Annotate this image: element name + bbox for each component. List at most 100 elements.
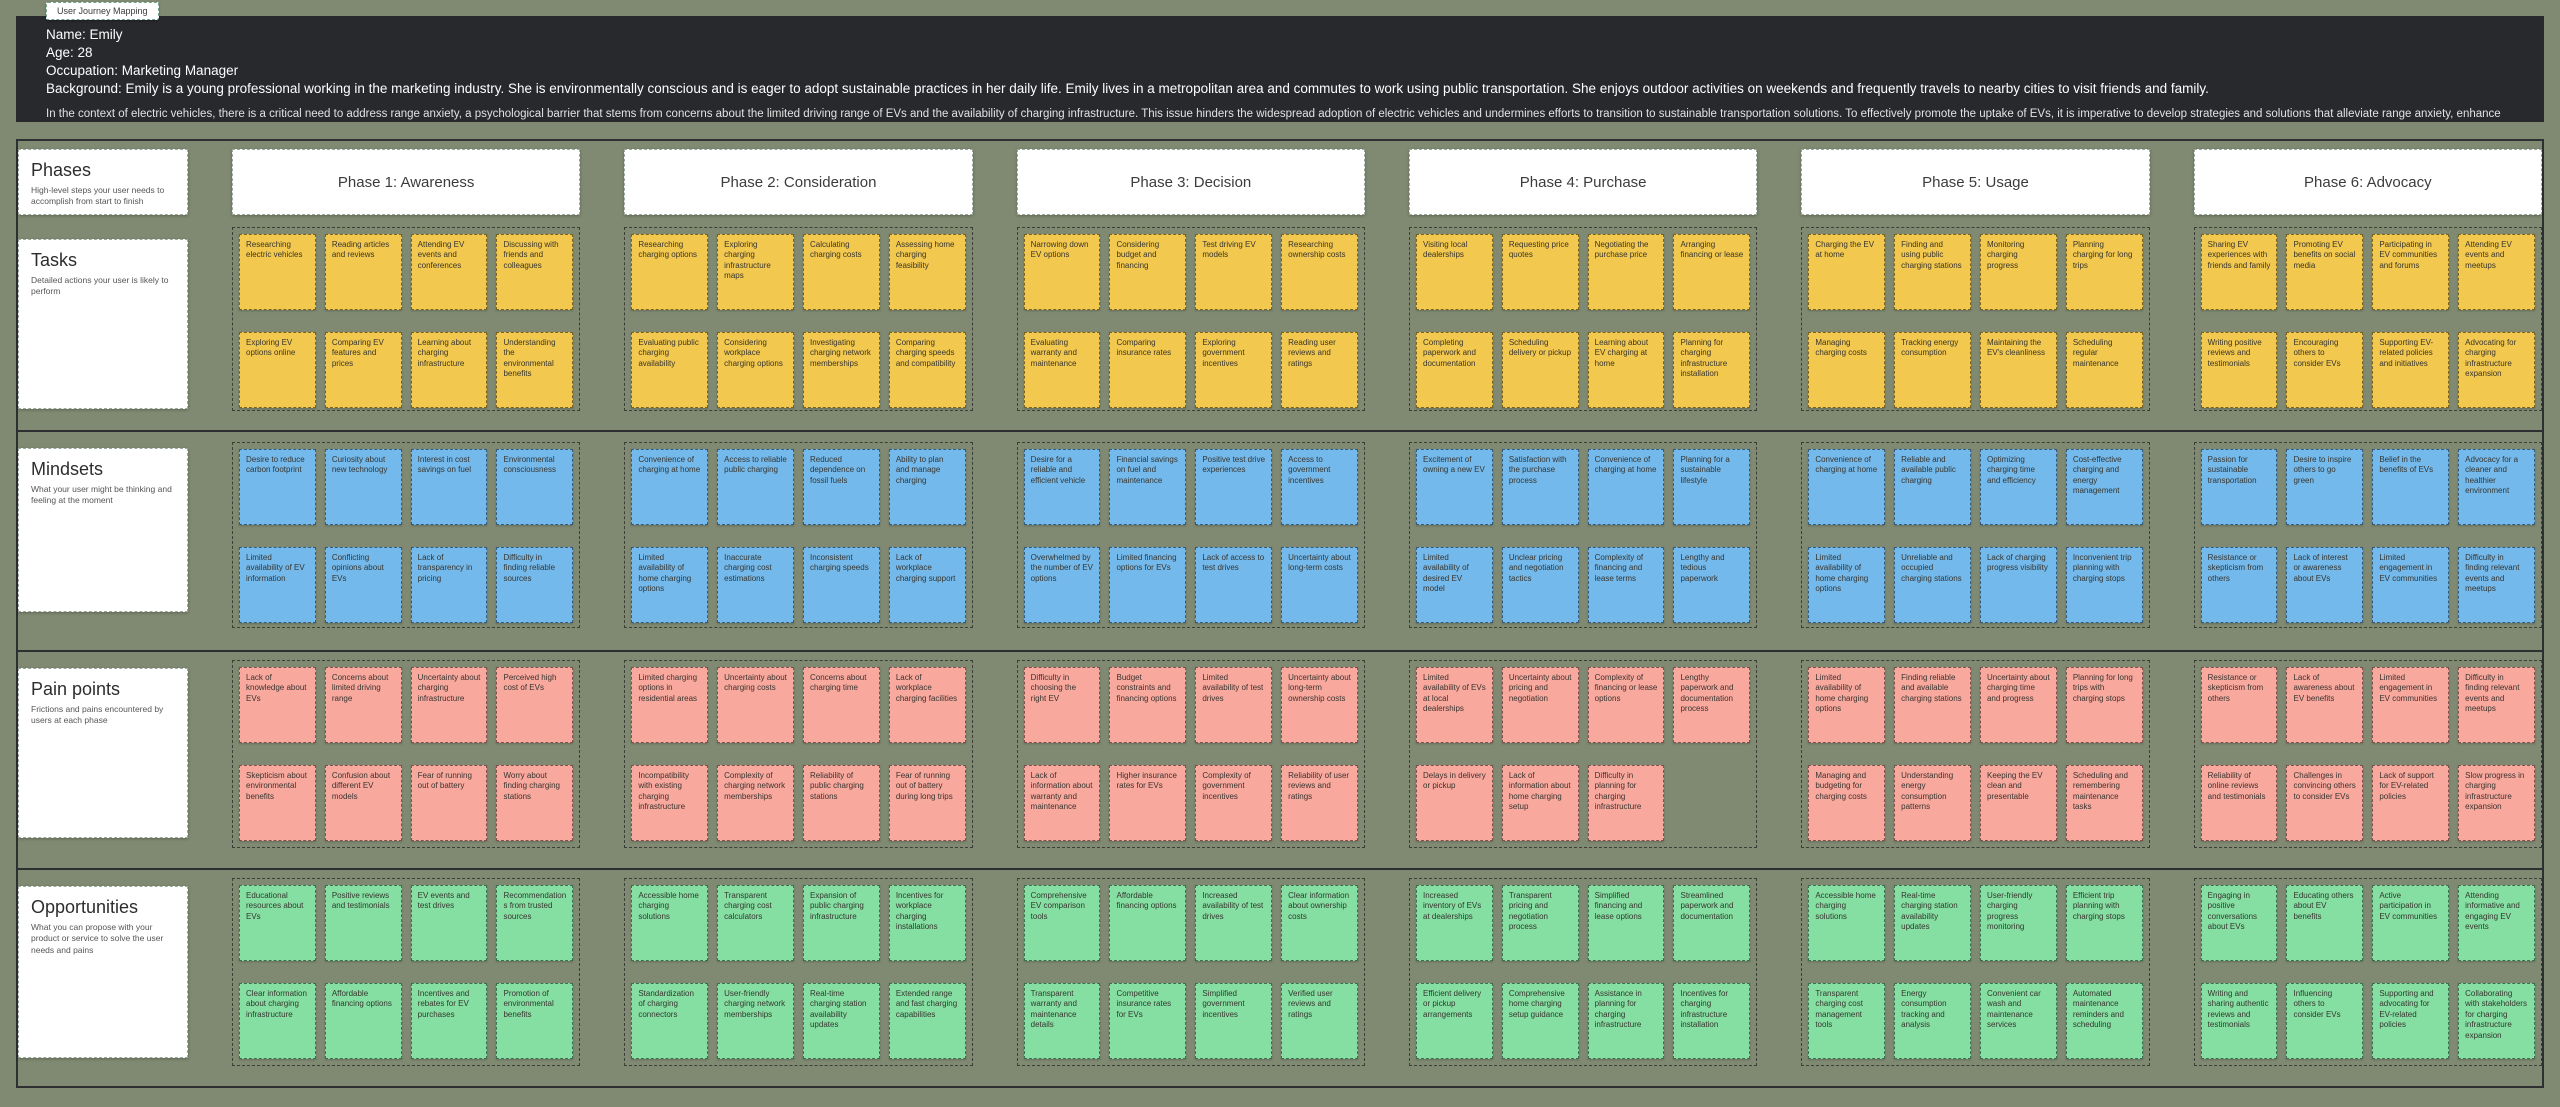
tasks-sticky-note[interactable]: Investigating charging network membershi… [802, 332, 880, 408]
opportunities-sticky-note[interactable]: Efficient delivery or pickup arrangement… [1416, 983, 1493, 1059]
opportunities-sticky-note[interactable]: Comprehensive home charging setup guidan… [1501, 983, 1579, 1059]
tasks-sticky-note[interactable]: Monitoring charging progress [1979, 234, 2057, 310]
pain-points-sticky-note[interactable]: Fear of running out of battery [410, 765, 488, 841]
pain-points-sticky-note[interactable]: Difficulty in choosing the right EV [1023, 667, 1101, 743]
mindsets-sticky-note[interactable]: Limited availability of home charging op… [1808, 547, 1886, 623]
opportunities-sticky-note[interactable]: Engaging in positive conversations about… [2200, 885, 2278, 961]
opportunities-sticky-note[interactable]: Supporting and advocating for EV-related… [2372, 983, 2450, 1059]
tasks-sticky-note[interactable]: Scheduling delivery or pickup [1501, 332, 1579, 408]
mindsets-sticky-note[interactable]: Interest in cost savings on fuel [410, 449, 488, 525]
pain-points-cell-phase-4[interactable]: Limited availability of EVs at local dea… [1409, 660, 1758, 848]
opportunities-sticky-note[interactable]: Comprehensive EV comparison tools [1023, 885, 1101, 961]
mindsets-sticky-note[interactable]: Unreliable and occupied charging station… [1894, 547, 1971, 623]
tasks-sticky-note[interactable]: Tracking energy consumption [1894, 332, 1971, 408]
pain-points-sticky-note[interactable]: Reliability of public charging stations [802, 765, 880, 841]
opportunities-sticky-note[interactable]: Extended range and fast charging capabil… [888, 983, 966, 1059]
pain-points-sticky-note[interactable]: Managing and budgeting for charging cost… [1808, 765, 1886, 841]
opportunities-sticky-note[interactable]: Increased inventory of EVs at dealership… [1416, 885, 1493, 961]
pain-points-sticky-note[interactable]: Scheduling and remembering maintenance t… [2065, 765, 2143, 841]
tasks-sticky-note[interactable]: Comparing insurance rates [1109, 332, 1187, 408]
pain-points-sticky-note[interactable]: Lack of information about warranty and m… [1023, 765, 1101, 841]
mindsets-sticky-note[interactable]: Uncertainty about long-term costs [1281, 547, 1358, 623]
mindsets-sticky-note[interactable]: Lack of workplace charging support [888, 547, 966, 623]
mindsets-sticky-note[interactable]: Satisfaction with the purchase process [1501, 449, 1579, 525]
tasks-sticky-note[interactable]: Charging the EV at home [1808, 234, 1886, 310]
tasks-sticky-note[interactable]: Requesting price quotes [1501, 234, 1579, 310]
opportunities-sticky-note[interactable]: Streamlined paperwork and documentation [1673, 885, 1751, 961]
tasks-sticky-note[interactable]: Considering budget and financing [1109, 234, 1187, 310]
opportunities-sticky-note[interactable]: Simplified government incentives [1195, 983, 1273, 1059]
pain-points-sticky-note[interactable]: Limited availability of EVs at local dea… [1416, 667, 1493, 743]
mindsets-sticky-note[interactable]: Lack of transparency in pricing [410, 547, 488, 623]
opportunities-sticky-note[interactable]: Attending informative and engaging EV ev… [2458, 885, 2535, 961]
opportunities-sticky-note[interactable]: Clear information about charging infrast… [239, 983, 316, 1059]
pain-points-sticky-note[interactable]: Limited engagement in EV communities [2372, 667, 2450, 743]
opportunities-sticky-note[interactable]: Simplified financing and lease options [1587, 885, 1665, 961]
pain-points-sticky-note[interactable]: Limited availability of home charging op… [1808, 667, 1886, 743]
mindsets-sticky-note[interactable]: Desire for a reliable and efficient vehi… [1023, 449, 1101, 525]
tasks-sticky-note[interactable]: Promoting EV benefits on social media [2286, 234, 2364, 310]
opportunities-sticky-note[interactable]: Real-time charging station availability … [802, 983, 880, 1059]
mindsets-sticky-note[interactable]: Positive test drive experiences [1195, 449, 1273, 525]
pain-points-sticky-note[interactable]: Perceived high cost of EVs [496, 667, 574, 743]
row-label-opportunities[interactable]: Opportunities What you can propose with … [18, 886, 188, 1058]
pain-points-sticky-note[interactable]: Uncertainty about charging time and prog… [1979, 667, 2057, 743]
app-badge[interactable]: User Journey Mapping [46, 2, 159, 20]
mindsets-sticky-note[interactable]: Curiosity about new technology [324, 449, 402, 525]
tasks-sticky-note[interactable]: Scheduling regular maintenance [2065, 332, 2143, 408]
mindsets-sticky-note[interactable]: Cost-effective charging and energy manag… [2065, 449, 2143, 525]
tasks-sticky-note[interactable]: Participating in EV communities and foru… [2372, 234, 2450, 310]
tasks-sticky-note[interactable]: Supporting EV-related policies and initi… [2372, 332, 2450, 408]
pain-points-cell-phase-5[interactable]: Limited availability of home charging op… [1801, 660, 2150, 848]
tasks-sticky-note[interactable]: Planning charging for long trips [2065, 234, 2143, 310]
opportunities-sticky-note[interactable]: Affordable financing options [324, 983, 402, 1059]
mindsets-sticky-note[interactable]: Lengthy and tedious paperwork [1673, 547, 1751, 623]
tasks-sticky-note[interactable]: Narrowing down EV options [1023, 234, 1101, 310]
tasks-sticky-note[interactable]: Learning about charging infrastructure [410, 332, 488, 408]
opportunities-cell-phase-4[interactable]: Increased inventory of EVs at dealership… [1409, 878, 1758, 1066]
pain-points-sticky-note[interactable]: Uncertainty about charging infrastructur… [410, 667, 488, 743]
pain-points-sticky-note[interactable]: Understanding energy consumption pattern… [1894, 765, 1971, 841]
tasks-sticky-note[interactable]: Researching ownership costs [1281, 234, 1358, 310]
tasks-sticky-note[interactable]: Evaluating public charging availability [631, 332, 709, 408]
mindsets-sticky-note[interactable]: Lack of charging progress visibility [1979, 547, 2057, 623]
pain-points-sticky-note[interactable]: Reliability of online reviews and testim… [2200, 765, 2278, 841]
tasks-sticky-note[interactable]: Negotiating the purchase price [1587, 234, 1665, 310]
pain-points-sticky-note[interactable]: Budget constraints and financing options [1109, 667, 1187, 743]
mindsets-sticky-note[interactable]: Conflicting opinions about EVs [324, 547, 402, 623]
tasks-sticky-note[interactable]: Planning for charging infrastructure ins… [1673, 332, 1751, 408]
row-label-tasks[interactable]: Tasks Detailed actions your user is like… [18, 239, 188, 409]
tasks-sticky-note[interactable]: Learning about EV charging at home [1587, 332, 1665, 408]
opportunities-sticky-note[interactable]: Transparent charging cost management too… [1808, 983, 1886, 1059]
pain-points-sticky-note[interactable]: Complexity of government incentives [1195, 765, 1273, 841]
pain-points-sticky-note[interactable]: Planning for long trips with charging st… [2065, 667, 2143, 743]
pain-points-cell-phase-2[interactable]: Limited charging options in residential … [624, 660, 973, 848]
mindsets-sticky-note[interactable]: Limited engagement in EV communities [2372, 547, 2450, 623]
tasks-sticky-note[interactable]: Advocating for charging infrastructure e… [2458, 332, 2535, 408]
tasks-sticky-note[interactable]: Arranging financing or lease [1673, 234, 1751, 310]
opportunities-sticky-note[interactable]: Incentives and rebates for EV purchases [410, 983, 488, 1059]
pain-points-sticky-note[interactable]: Uncertainty about charging costs [717, 667, 794, 743]
pain-points-sticky-note[interactable]: Uncertainty about pricing and negotiatio… [1501, 667, 1579, 743]
opportunities-sticky-note[interactable]: EV events and test drives [410, 885, 488, 961]
pain-points-sticky-note[interactable]: Finding reliable and available charging … [1894, 667, 1971, 743]
opportunities-sticky-note[interactable]: Transparent pricing and negotiation proc… [1501, 885, 1579, 961]
tasks-sticky-note[interactable]: Attending EV events and conferences [410, 234, 488, 310]
tasks-sticky-note[interactable]: Sharing EV experiences with friends and … [2200, 234, 2278, 310]
mindsets-sticky-note[interactable]: Planning for a sustainable lifestyle [1673, 449, 1751, 525]
mindsets-sticky-note[interactable]: Resistance or skepticism from others [2200, 547, 2278, 623]
mindsets-sticky-note[interactable]: Limited availability of EV information [239, 547, 316, 623]
opportunities-sticky-note[interactable]: Increased availability of test drives [1195, 885, 1273, 961]
phase-title-card-4[interactable]: Phase 4: Purchase [1409, 149, 1758, 215]
pain-points-sticky-note[interactable]: Lack of information about home charging … [1501, 765, 1579, 841]
pain-points-sticky-note[interactable]: Delays in delivery or pickup [1416, 765, 1493, 841]
